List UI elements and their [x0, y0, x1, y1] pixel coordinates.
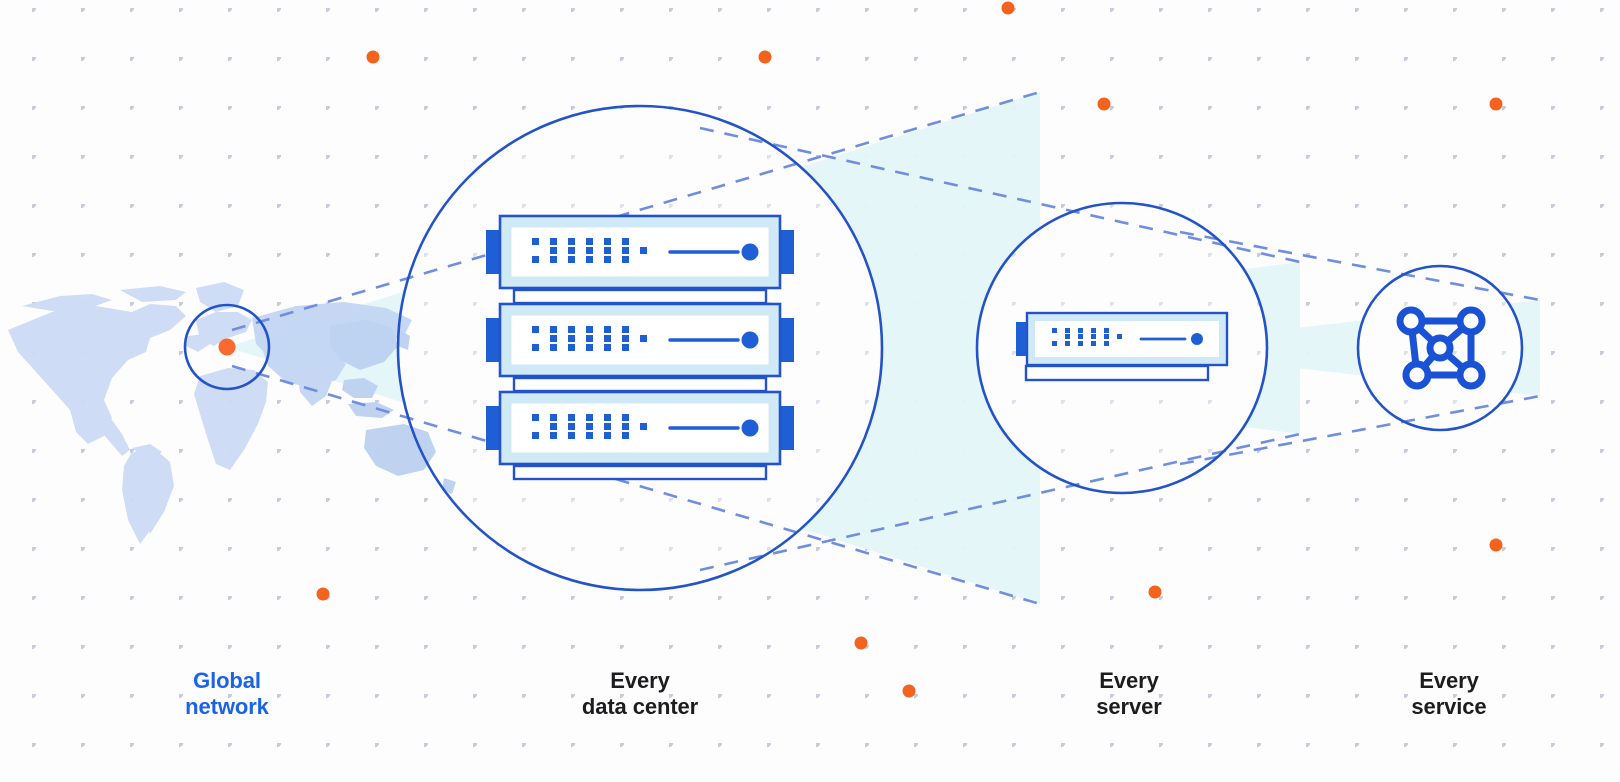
dashed-cone-datacenter-to-server — [699, 126, 1301, 572]
server-vent-grid — [1052, 328, 1122, 346]
mesh-nodes — [1396, 306, 1486, 390]
circle-server — [975, 201, 1269, 495]
circle-data-center — [396, 104, 884, 592]
dashed-cone-server-to-service — [1179, 230, 1541, 466]
circle-global-network — [183, 303, 271, 391]
dashed-cone-map-to-datacenter — [231, 90, 1041, 606]
orange-dot — [316, 1, 1503, 698]
world-map-icon — [8, 282, 456, 544]
circle-service — [1356, 264, 1524, 432]
map-location-marker-icon — [218, 338, 236, 356]
